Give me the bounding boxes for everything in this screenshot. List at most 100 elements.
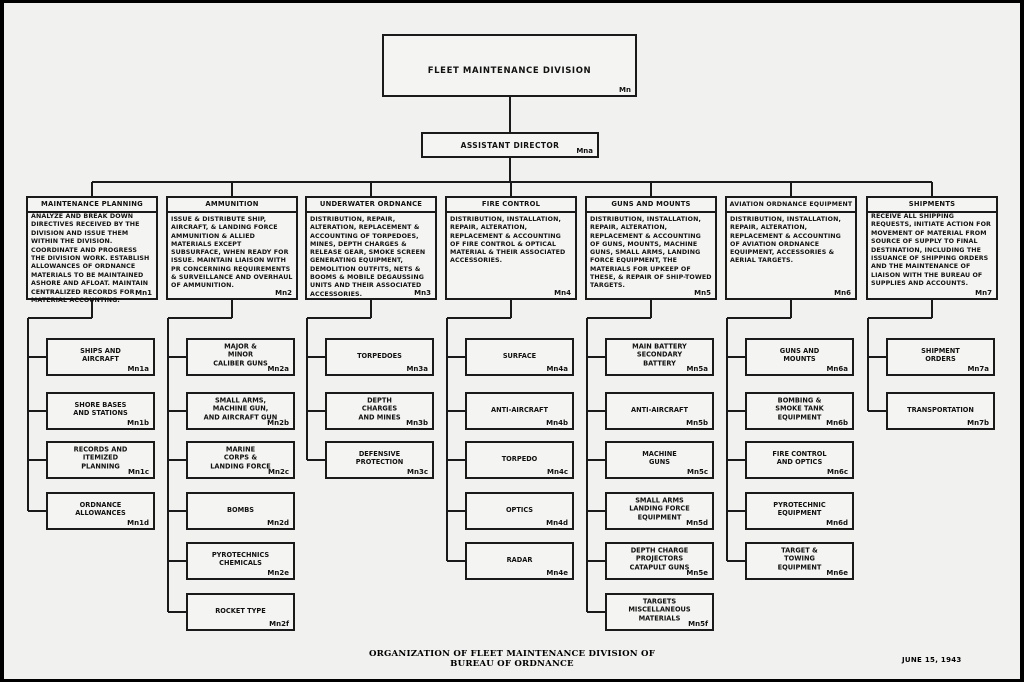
assistant-director-box: ASSISTANT DIRECTOR Mna xyxy=(421,132,599,158)
caption-line-1: ORGANIZATION OF FLEET MAINTENANCE DIVISI… xyxy=(368,649,655,659)
sub-unit-label: ROCKET TYPE xyxy=(215,607,266,616)
sub-unit-label: MARINE CORPS & LANDING FORCE xyxy=(210,445,271,471)
sub-unit-label: RECORDS AND ITEMIZED PLANNING xyxy=(73,445,128,471)
branch-box: AMMUNITION ISSUE & DISTRIBUTE SHIP, AIRCR… xyxy=(166,196,298,300)
sub-unit-label: SMALL ARMS LANDING FORCE EQUIPMENT xyxy=(629,496,690,522)
branch-code: Mn1 xyxy=(135,289,152,297)
branch-code: Mn2 xyxy=(275,289,292,297)
branch-code: Mn4 xyxy=(554,289,571,297)
sub-unit-label: ANTI-AIRCRAFT xyxy=(631,406,688,415)
sub-unit-label: RADAR xyxy=(506,556,533,565)
sub-unit-code: Mn6c xyxy=(827,468,848,476)
branch-title: UNDERWATER ORDNANCE xyxy=(307,198,435,213)
sub-unit-box: OPTICS Mn4d xyxy=(465,492,574,530)
sub-unit-code: Mn5f xyxy=(688,620,708,628)
sub-unit-code: Mn5a xyxy=(686,365,708,373)
branch-code: Mn3 xyxy=(414,289,431,297)
sub-unit-box: TARGET & TOWING EQUIPMENT Mn6e xyxy=(745,542,854,580)
sub-unit-box: MACHINE GUNS Mn5c xyxy=(605,441,714,479)
sub-unit-label: DEPTH CHARGE PROJECTORS CATAPULT GUNS xyxy=(629,546,690,572)
sub-unit-label: SHIPMENT ORDERS xyxy=(921,347,960,364)
sub-unit-box: RADAR Mn4e xyxy=(465,542,574,580)
sub-unit-box: SMALL ARMS, MACHINE GUN, AND AIRCRAFT GU… xyxy=(186,392,295,430)
division-code: Mn xyxy=(619,86,631,94)
sub-unit-label: MAIN BATTERY SECONDARY BATTERY xyxy=(632,342,687,368)
branch-description: DISTRIBUTION, INSTALLATION, REPAIR, ALTE… xyxy=(450,216,566,265)
sub-unit-label: BOMBS xyxy=(227,506,254,515)
sub-unit-code: Mn4b xyxy=(546,419,568,427)
sub-unit-code: Mn5d xyxy=(686,519,708,527)
sub-unit-code: Mn6e xyxy=(826,569,848,577)
branch-description: DISTRIBUTION, REPAIR, ALTERATION, REPLAC… xyxy=(310,216,426,298)
sub-unit-code: Mn2e xyxy=(267,569,289,577)
chart-date: JUNE 15, 1943 xyxy=(902,656,962,664)
assistant-director-title: ASSISTANT DIRECTOR xyxy=(460,141,560,150)
branch-code: Mn7 xyxy=(975,289,992,297)
branch-description: ANALYZE AND BREAK DOWN DIRECTIVES RECEIV… xyxy=(31,213,150,305)
sub-unit-label: SURFACE xyxy=(502,352,537,361)
sub-unit-label: SHIPS AND AIRCRAFT xyxy=(80,347,121,364)
sub-unit-code: Mn5e xyxy=(686,569,708,577)
sub-unit-label: TARGET & TOWING EQUIPMENT xyxy=(777,546,822,572)
sub-unit-label: MACHINE GUNS xyxy=(642,450,677,467)
sub-unit-code: Mn1c xyxy=(128,468,149,476)
branch-code: Mn6 xyxy=(834,289,851,297)
sub-unit-label: ORDNANCE ALLOWANCES xyxy=(75,501,126,518)
sub-unit-label: TARGETS MISCELLANEOUS MATERIALS xyxy=(628,597,691,623)
sub-unit-label: TORPEDO xyxy=(501,455,538,464)
sub-unit-code: Mn3a xyxy=(406,365,428,373)
sub-unit-box: DEPTH CHARGES AND MINES Mn3b xyxy=(325,392,434,430)
fleet-maintenance-division-box: FLEET MAINTENANCE DIVISION Mn xyxy=(382,34,637,97)
branch-description: DISTRIBUTION, INSTALLATION, REPAIR, ALTE… xyxy=(730,216,841,265)
branch-description: ISSUE & DISTRIBUTE SHIP, AIRCRAFT, & LAN… xyxy=(171,216,293,290)
sub-unit-code: Mn2a xyxy=(267,365,289,373)
sub-unit-code: Mn5c xyxy=(687,468,708,476)
chart-caption: ORGANIZATION OF FLEET MAINTENANCE DIVISI… xyxy=(300,649,724,669)
sub-unit-label: FIRE CONTROL AND OPTICS xyxy=(772,450,827,467)
sub-unit-code: Mn2c xyxy=(268,468,289,476)
sub-unit-code: Mn2f xyxy=(269,620,289,628)
sub-unit-label: DEPTH CHARGES AND MINES xyxy=(358,396,401,422)
sub-unit-code: Mn4a xyxy=(546,365,568,373)
sub-unit-code: Mn7b xyxy=(967,419,989,427)
sub-unit-code: Mn1d xyxy=(127,519,149,527)
sub-unit-code: Mn6b xyxy=(826,419,848,427)
sub-unit-code: Mn3b xyxy=(406,419,428,427)
sub-unit-code: Mn4c xyxy=(547,468,568,476)
sub-unit-code: Mn4e xyxy=(546,569,568,577)
division-title: FLEET MAINTENANCE DIVISION xyxy=(427,66,592,76)
branch-title: MAINTENANCE PLANNING xyxy=(28,198,156,213)
sub-unit-label: PYROTECHNICS CHEMICALS xyxy=(211,551,270,568)
sub-unit-label: DEFENSIVE PROTECTION xyxy=(355,450,404,467)
sub-unit-label: MAJOR & MINOR CALIBER GUNS xyxy=(213,342,268,368)
branch-title: AMMUNITION xyxy=(168,198,296,213)
sub-unit-code: Mn1b xyxy=(127,419,149,427)
sub-unit-label: PYROTECHNIC EQUIPMENT xyxy=(773,501,826,518)
branch-code: Mn5 xyxy=(694,289,711,297)
sub-unit-code: Mn4d xyxy=(546,519,568,527)
sub-unit-label: GUNS AND MOUNTS xyxy=(779,347,820,364)
sub-unit-label: OPTICS xyxy=(505,506,534,515)
branch-title: SHIPMENTS xyxy=(868,198,996,213)
